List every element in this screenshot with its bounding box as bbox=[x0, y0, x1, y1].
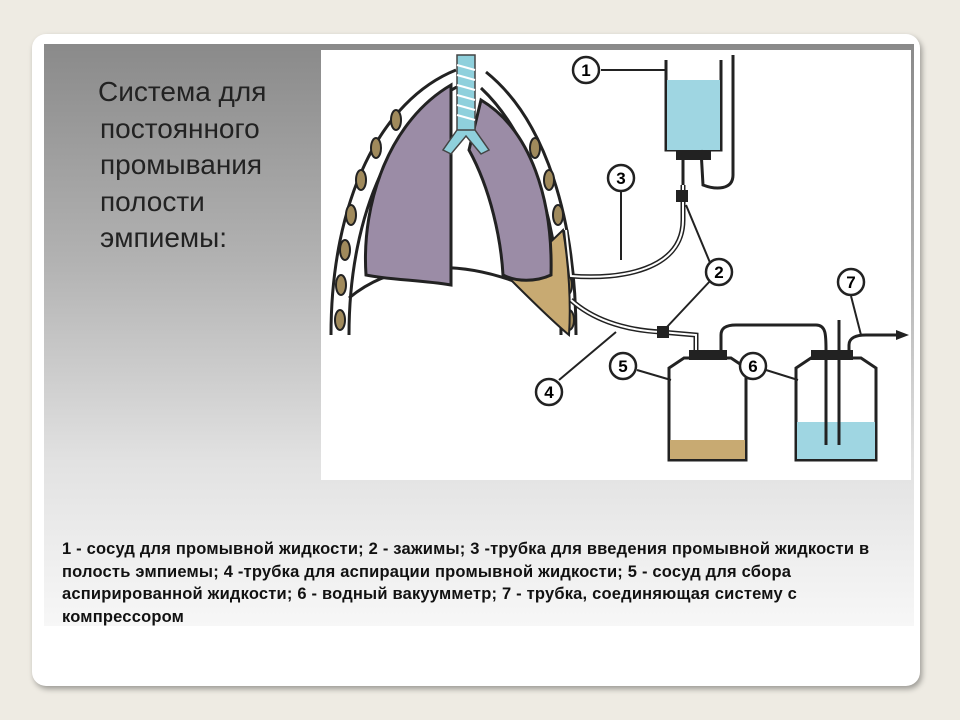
inflow-tube bbox=[563, 185, 686, 280]
title-line-5: эмпиемы: bbox=[100, 222, 228, 253]
wash-fluid-vessel bbox=[664, 55, 735, 190]
slide-title: Система для постоянного промывания полос… bbox=[98, 74, 318, 257]
callout-3-text: 3 bbox=[616, 169, 625, 188]
callout-4: 4 bbox=[534, 331, 617, 407]
callout-2-text: 2 bbox=[714, 263, 723, 282]
collection-vessel bbox=[667, 335, 748, 462]
callout-5-text: 5 bbox=[618, 357, 627, 376]
callout-3: 3 bbox=[606, 163, 636, 260]
title-line-4: полости bbox=[100, 185, 205, 217]
figure-caption: 1 - сосуд для промывной жидкости; 2 - за… bbox=[62, 540, 870, 626]
callout-5: 5 bbox=[608, 351, 672, 381]
callout-7: 7 bbox=[836, 267, 866, 336]
callout-6: 6 bbox=[738, 351, 799, 381]
callout-4-text: 4 bbox=[544, 383, 554, 402]
left-lung bbox=[363, 82, 453, 287]
callout-2: 2 bbox=[665, 204, 734, 329]
title-line-1: Система для bbox=[98, 76, 267, 107]
title-line-2: постоянного bbox=[100, 112, 260, 144]
water-vacuum-gauge bbox=[794, 320, 909, 462]
right-lung bbox=[467, 97, 553, 282]
title-line-3: промывания bbox=[100, 149, 263, 180]
callout-7-text: 7 bbox=[846, 273, 855, 292]
clamp-inflow bbox=[676, 190, 688, 202]
trachea bbox=[441, 54, 491, 155]
empyema-lavage-diagram: 1 3 2 7 5 6 4 bbox=[321, 50, 911, 480]
callout-6-text: 6 bbox=[748, 357, 757, 376]
callout-1-text: 1 bbox=[581, 61, 590, 80]
callout-1: 1 bbox=[571, 55, 666, 85]
clamp-outflow bbox=[657, 326, 669, 338]
